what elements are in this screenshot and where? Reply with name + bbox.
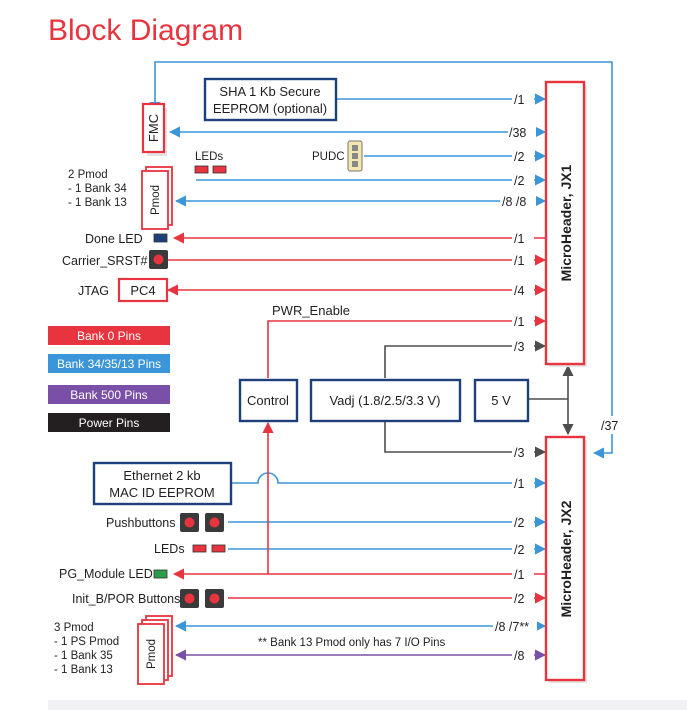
bus-label-init-b-por: /2 bbox=[514, 592, 524, 606]
ethernet-eeprom-line-1: Ethernet 2 kb bbox=[123, 468, 200, 483]
bus-label-pmod-top: /8 /8 bbox=[502, 195, 526, 209]
control-label: Control bbox=[247, 393, 289, 408]
ethernet-eeprom-line-2: MAC ID EEPROM bbox=[109, 485, 214, 500]
pmod-bottom-desc-4: - 1 Bank 13 bbox=[54, 664, 113, 676]
led-blue-icon bbox=[153, 233, 168, 243]
pmod-bottom-block: Pmod bbox=[137, 615, 173, 685]
bus-label-fmc: /38 bbox=[509, 126, 526, 140]
legend: Bank 0 Pins Bank 34/35/13 Pins Bank 500 … bbox=[48, 326, 170, 432]
fmc-label: FMC bbox=[146, 114, 161, 142]
microheader-jx2: MicroHeader, JX2 bbox=[544, 435, 587, 683]
pushbuttons-icon bbox=[180, 513, 224, 532]
pmod-bottom-label: Pmod bbox=[146, 639, 158, 669]
bus-label-pudc: /2 bbox=[514, 150, 524, 164]
sha-eeprom-block: SHA 1 Kb Secure EEPROM (optional) bbox=[203, 77, 338, 122]
bus-label-pushbuttons: /2 bbox=[514, 516, 524, 530]
legend-item-power: Power Pins bbox=[48, 413, 170, 432]
pg-module-led-label: PG_Module LED bbox=[59, 567, 153, 581]
microheader-jx1: MicroHeader, JX1 bbox=[544, 80, 587, 367]
init-b-por-label: Init_B/POR Buttons bbox=[72, 592, 180, 606]
pwr-enable-line bbox=[267, 315, 547, 378]
legend-item-bank34-35-13: Bank 34/35/13 Pins bbox=[48, 354, 170, 373]
ethernet-line bbox=[232, 472, 547, 489]
pc4-block: PC4 bbox=[117, 277, 169, 303]
page-title: Block Diagram bbox=[48, 14, 244, 47]
legend-item-bank500: Bank 500 Pins bbox=[48, 385, 170, 404]
five-v-label: 5 V bbox=[491, 393, 511, 408]
bus-label-fmc-jx2: /37 bbox=[601, 419, 618, 433]
pushbutton-icon bbox=[149, 250, 168, 269]
jtag-label: JTAG bbox=[78, 284, 109, 298]
bus-label-pg-module-led: /1 bbox=[514, 568, 524, 582]
pmod-top-desc-1: 2 Pmod bbox=[68, 169, 108, 181]
pushbuttons-label: Pushbuttons bbox=[106, 516, 176, 530]
jumper-icon bbox=[347, 140, 363, 172]
jx1-label: MicroHeader, JX1 bbox=[558, 164, 574, 281]
leds-bottom-icon bbox=[192, 544, 226, 553]
bus-label-leds-bottom: /2 bbox=[514, 543, 524, 557]
pmod-bottom-desc-1: 3 Pmod bbox=[54, 622, 94, 634]
vadj-jx1-line bbox=[384, 340, 547, 378]
leds-top-label: LEDs bbox=[195, 151, 223, 163]
pwr-enable-label: PWR_Enable bbox=[272, 303, 350, 318]
footer-bar bbox=[48, 700, 687, 710]
pmod-top-block: Pmod bbox=[141, 166, 173, 230]
carrier-srst-label: Carrier_SRST# bbox=[62, 254, 147, 268]
svg-text:Bank 0 Pins: Bank 0 Pins bbox=[77, 329, 141, 343]
svg-text:Power Pins: Power Pins bbox=[79, 416, 140, 430]
pmod-bottom-desc-3: - 1 Bank 35 bbox=[54, 650, 113, 662]
bus-label-vadj-jx2: /3 bbox=[514, 446, 524, 460]
fmc-to-jx2-line bbox=[149, 61, 613, 459]
bus-label-ethernet: /1 bbox=[514, 477, 524, 491]
sha-eeprom-line-1: SHA 1 Kb Secure bbox=[219, 84, 320, 99]
vadj-block: Vadj (1.8/2.5/3.3 V) bbox=[309, 378, 462, 423]
legend-item-bank0: Bank 0 Pins bbox=[48, 326, 170, 345]
bus-label-carrier-srst: /1 bbox=[514, 254, 524, 268]
vadj-label: Vadj (1.8/2.5/3.3 V) bbox=[329, 393, 440, 408]
led-green-icon bbox=[153, 569, 168, 579]
bus-labels: /1 /38 /2 /2 /8 /8 /1 /1 /4 /1 /3 /37 /3… bbox=[493, 90, 624, 664]
bus-label-pwr-enable: /1 bbox=[514, 315, 524, 329]
bus-label-done-led: /1 bbox=[514, 232, 524, 246]
bus-label-sha: /1 bbox=[514, 93, 524, 107]
svg-text:Bank 500 Pins: Bank 500 Pins bbox=[70, 388, 147, 402]
ethernet-eeprom-block: Ethernet 2 kb MAC ID EEPROM bbox=[92, 461, 233, 506]
control-block: Control bbox=[238, 378, 299, 423]
leds-bottom-label: LEDs bbox=[154, 542, 185, 556]
pmod-bottom-desc-2: - 1 PS Pmod bbox=[54, 636, 119, 648]
init-b-por-buttons-icon bbox=[180, 589, 224, 608]
bus-label-jtag: /4 bbox=[514, 284, 524, 298]
sha-eeprom-line-2: EEPROM (optional) bbox=[213, 101, 327, 116]
pmod-top-desc-3: - 1 Bank 13 bbox=[68, 197, 127, 209]
pc4-label: PC4 bbox=[130, 283, 155, 298]
vadj-jx2-line bbox=[384, 420, 547, 458]
jx2-label: MicroHeader, JX2 bbox=[558, 500, 574, 617]
done-led-label: Done LED bbox=[85, 232, 143, 246]
bus-label-leds-top: /2 bbox=[514, 174, 524, 188]
pudc-label: PUDC bbox=[312, 151, 345, 163]
fmc-block: FMC bbox=[141, 102, 167, 156]
five-v-block: 5 V bbox=[473, 378, 530, 423]
bank13-note: ** Bank 13 Pmod only has 7 I/O Pins bbox=[258, 637, 446, 649]
pmod-top-label: Pmod bbox=[150, 185, 162, 215]
svg-text:Bank 34/35/13 Pins: Bank 34/35/13 Pins bbox=[57, 357, 161, 371]
led-red-icon bbox=[194, 165, 227, 174]
bus-label-pmod-bottom-1: /8 /7** bbox=[495, 620, 529, 634]
bus-label-vadj-jx1: /3 bbox=[514, 340, 524, 354]
pmod-top-desc-2: - 1 Bank 34 bbox=[68, 183, 127, 195]
bus-label-pmod-bottom-2: /8 bbox=[514, 649, 524, 663]
